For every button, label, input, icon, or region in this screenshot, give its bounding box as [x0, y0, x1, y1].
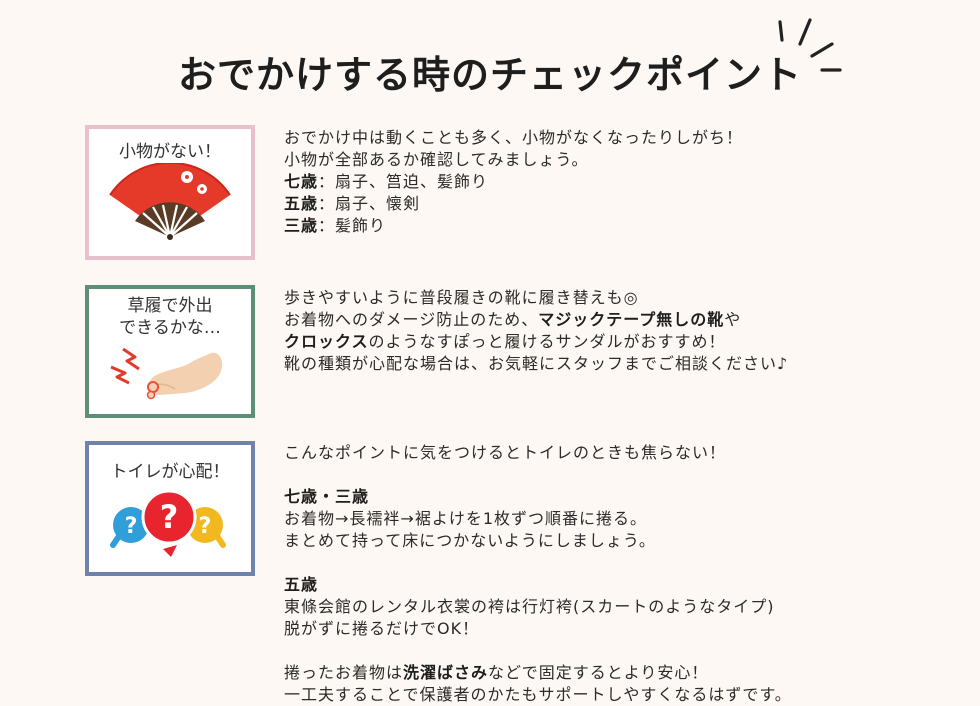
text-line: 靴の種類が心配な場合は、お気軽にスタッフまでご相談ください♪: [284, 354, 789, 373]
text-line: お着物へのダメージ防止のため、マジックテープ無しの靴や: [284, 310, 742, 329]
age-item-line: 七歳：扇子、筥迫、髪飾り: [284, 172, 489, 191]
page-title: おでかけする時のチェックポイント: [177, 53, 802, 97]
small-items-text: おでかけ中は動くことも多く、小物がなくなったりしがち！ 小物が全部あるか確認して…: [284, 127, 964, 237]
sandals-text: 歩きやすいように普段履きの靴に履き替えも◎ お着物へのダメージ防止のため、マジッ…: [284, 287, 964, 375]
svg-text:?: ?: [199, 514, 212, 539]
text-line: 歩きやすいように普段履きの靴に履き替えも◎: [284, 288, 639, 307]
text-line: クロックスのようなすぽっと履けるサンダルがおすすめ！: [284, 332, 726, 351]
card-label: 草履で外出 できるかな…: [119, 296, 221, 338]
card-label: トイレが心配！: [110, 462, 230, 482]
text-line: 脱がずに捲るだけでOK！: [284, 619, 480, 638]
text-line: 小物が全部あるか確認してみましょう。: [284, 150, 589, 169]
age-heading: 五歳: [284, 575, 319, 594]
sparkle-decoration-icon: [778, 18, 842, 72]
card-small-items: 小物がない！: [85, 125, 255, 260]
svg-text:?: ?: [160, 498, 179, 536]
age-item-line: 三歳：髪飾り: [284, 216, 387, 235]
question-bubbles-icon: ? ? ?: [110, 489, 226, 557]
folding-fan-icon: [109, 163, 231, 240]
card-restroom: トイレが心配！ ? ? ?: [85, 441, 255, 576]
card-sandals: 草履で外出 できるかな…: [85, 285, 255, 418]
text-line: おでかけ中は動くことも多く、小物がなくなったりしがち！: [284, 128, 744, 147]
sore-foot-icon: [110, 347, 223, 400]
text-line: お着物→長襦袢→裾よけを1枚ずつ順番に捲る。: [284, 509, 647, 528]
age-heading: 五歳: [284, 194, 319, 213]
age-heading: 七歳: [284, 172, 319, 191]
text-line: 捲ったお着物は洗濯ばさみなどで固定するとより安心！: [284, 663, 709, 682]
age-heading: 七歳・三歳: [284, 487, 370, 506]
emphasis-text: 洗濯ばさみ: [403, 663, 489, 682]
text-line: こんなポイントに気をつけるとトイレのときも焦らない！: [284, 443, 727, 462]
text-line: 東條会館のレンタル衣裳の袴は行灯袴(スカートのようなタイプ): [284, 597, 775, 616]
card-label: 小物がない！: [119, 142, 221, 162]
restroom-text: こんなポイントに気をつけるとトイレのときも焦らない！ 七歳・三歳 お着物→長襦袢…: [284, 442, 964, 706]
age-heading: 三歳: [284, 216, 319, 235]
text-line: まとめて持って床につかないようにしましょう。: [284, 531, 656, 550]
age-item-line: 五歳：扇子、懐剣: [284, 194, 421, 213]
emphasis-text: クロックス: [284, 332, 369, 351]
text-line: 一工夫することで保護者のかたもサポートしやすくなるはずです。: [284, 685, 792, 704]
svg-text:?: ?: [125, 514, 138, 539]
emphasis-text: マジックテープ無しの靴: [538, 310, 725, 329]
